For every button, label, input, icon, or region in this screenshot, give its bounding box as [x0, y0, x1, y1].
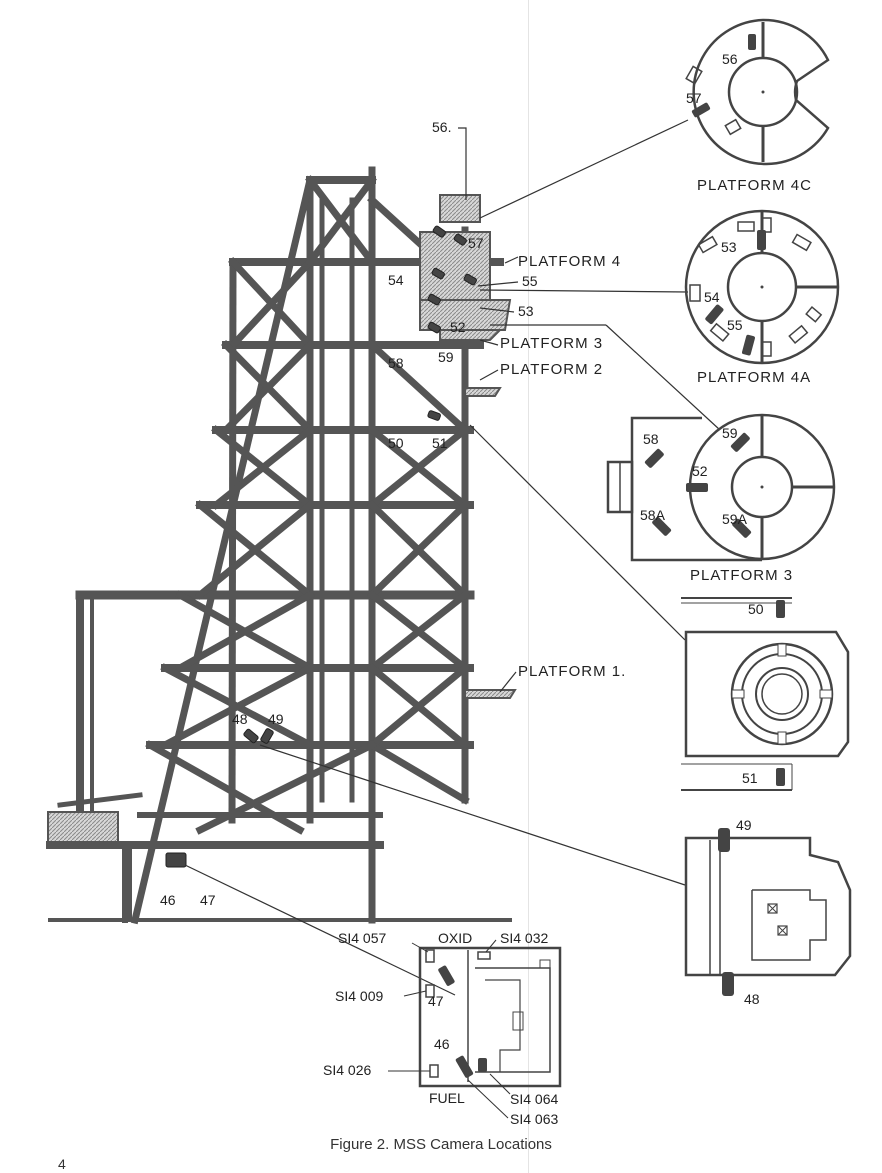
- label-cam-58: 58: [388, 355, 404, 371]
- label-platform-2: PLATFORM 2: [500, 361, 603, 378]
- camera-58-icon: [644, 448, 664, 468]
- base-label-s14-063: SI4 063: [510, 1111, 558, 1127]
- label-cam-52: 52: [450, 319, 466, 335]
- label-platform-3: PLATFORM 3: [500, 335, 603, 352]
- label-platform-1: PLATFORM 1.: [518, 663, 626, 680]
- base-label-s14-026: SI4 026: [323, 1062, 371, 1078]
- camera-50-icon: [776, 600, 785, 618]
- label-cam-55: 55: [522, 273, 538, 289]
- page-fold-line: [528, 0, 529, 1173]
- label-cam-51: 51: [432, 435, 448, 451]
- base-label-s14-009: SI4 009: [335, 988, 383, 1004]
- base-equipment-box: [47, 811, 119, 843]
- base-label-s14-057: SI4 057: [338, 930, 386, 946]
- camera-55-icon: [741, 334, 755, 356]
- camera-57-icon: [691, 102, 711, 118]
- camera-59-icon: [730, 432, 750, 452]
- tower-labels: 56. 57 54 55 53 52 58 59 50 51 48 49 46 …: [160, 119, 626, 908]
- label-cam-53: 53: [518, 303, 534, 319]
- detail-4c-title: PLATFORM 4C: [697, 177, 812, 194]
- base-label-46: 46: [434, 1036, 450, 1052]
- detail-base: OXID FUEL 46 47 SI4 057 SI4 032 SI4 009 …: [323, 930, 562, 1127]
- detail-platform-2: 50 51: [681, 597, 850, 791]
- detail-platform-1: 49 48: [684, 817, 852, 1007]
- detail-2-label-50: 50: [748, 601, 764, 617]
- camera-59a-icon: [732, 518, 752, 538]
- label-cam-57: 57: [468, 235, 484, 251]
- detail-platform-4a: 53 54 55 PLATFORM 4A: [684, 209, 840, 386]
- detail-2-label-51: 51: [742, 770, 758, 786]
- detail-3-label-58a: 58A: [640, 507, 666, 523]
- detail-3-label-58: 58: [643, 431, 659, 447]
- label-cam-47: 47: [200, 892, 216, 908]
- base-label-s14-032: SI4 032: [500, 930, 548, 946]
- camera-48-icon: [722, 972, 734, 996]
- base-label-oxid: OXID: [438, 930, 472, 946]
- detail-4c-label-57: 57: [686, 90, 702, 106]
- label-cam-50: 50: [388, 435, 404, 451]
- detail-3-label-52: 52: [692, 463, 708, 479]
- camera-49-icon: [718, 828, 730, 852]
- detail-4c-label-56: 56: [722, 51, 738, 67]
- camera-56-icon: [748, 34, 756, 50]
- launch-tower: [46, 166, 512, 925]
- label-cam-59: 59: [438, 349, 454, 365]
- detail-1-label-49: 49: [736, 817, 752, 833]
- figure-caption: Figure 2. MSS Camera Locations: [330, 1136, 552, 1153]
- detail-4a-label-53: 53: [721, 239, 737, 255]
- label-cam-48: 48: [232, 711, 248, 727]
- camera-52-icon: [686, 483, 708, 492]
- tower-platforms: [419, 194, 517, 699]
- label-cam-46: 46: [160, 892, 176, 908]
- detail-3-label-59: 59: [722, 425, 738, 441]
- detail-4a-label-55: 55: [727, 317, 743, 333]
- label-platform-4: PLATFORM 4: [518, 253, 621, 270]
- label-cam-54: 54: [388, 272, 404, 288]
- base-label-s14-064: SI4 064: [510, 1091, 558, 1107]
- camera-53-icon: [757, 230, 766, 250]
- base-label-47: 47: [428, 993, 444, 1009]
- tower-camera-markers: [165, 225, 477, 868]
- camera-47-icon: [438, 965, 455, 986]
- camera-58a-icon: [652, 516, 672, 536]
- detail-4a-label-54: 54: [704, 289, 720, 305]
- base-label-fuel: FUEL: [429, 1090, 465, 1106]
- detail-1-label-48: 48: [744, 991, 760, 1007]
- detail-3-title: PLATFORM 3: [690, 567, 793, 584]
- detail-4a-title: PLATFORM 4A: [697, 369, 811, 386]
- callout-lines: [184, 119, 721, 996]
- label-cam-56-top: 56.: [432, 119, 451, 135]
- detail-platform-3: 58 59 52 58A 59A PLATFORM 3: [606, 413, 836, 584]
- page-number: 4: [58, 1156, 66, 1172]
- detail-3-label-59a: 59A: [722, 511, 748, 527]
- detail-platform-4c: 56 57 PLATFORM 4C: [685, 18, 830, 194]
- camera-46-icon: [455, 1055, 474, 1078]
- camera-51-icon: [776, 768, 785, 786]
- camera-54-icon: [705, 304, 724, 325]
- label-cam-49: 49: [268, 711, 284, 727]
